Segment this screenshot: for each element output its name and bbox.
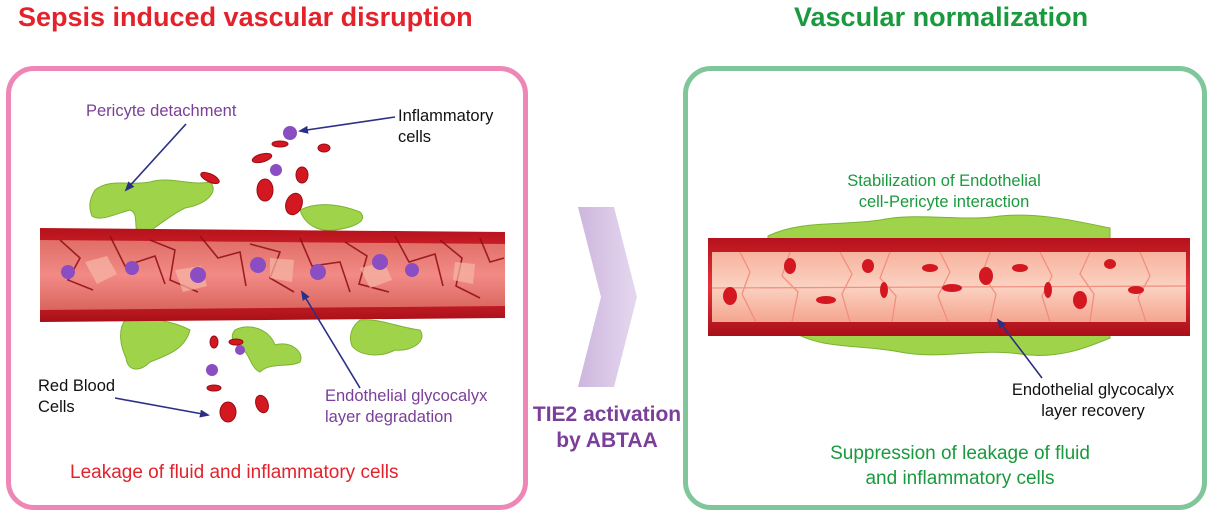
right-panel-title: Vascular normalization xyxy=(794,2,1089,32)
rbc-label-line1: Red Blood xyxy=(38,377,116,395)
annotation-arrows-left xyxy=(114,116,396,418)
stabilization-label: Stabilization of Endothelial cell-Pericyt… xyxy=(800,171,1088,213)
suppression-caption: Suppression of leakage of fluid and infla… xyxy=(760,441,1160,491)
red-blood-cells xyxy=(200,140,331,423)
suppression-line1: Suppression of leakage of fluid xyxy=(830,443,1090,464)
stabilization-line2: cell-Pericyte interaction xyxy=(858,193,1030,211)
chevron-arrow-icon xyxy=(578,207,637,387)
inflammatory-cells xyxy=(206,126,297,376)
left-panel-title: Sepsis induced vascular disruption xyxy=(18,2,473,32)
pericyte-detachment-label: Pericyte detachment xyxy=(86,102,237,120)
tie2-label-line2: by ABTAA xyxy=(556,429,658,452)
suppression-line2: and inflammatory cells xyxy=(865,468,1055,489)
inflammatory-label-line1: Inflammatory xyxy=(398,107,494,125)
glyco-recovery-line1: Endothelial glycocalyx xyxy=(1011,381,1175,399)
glycocalyx-recovery-arrow xyxy=(996,318,1043,379)
glyco-degradation-line2: layer degradation xyxy=(325,408,453,426)
glyco-degradation-line1: Endothelial glycocalyx xyxy=(325,387,488,405)
inflammatory-cells-label: Inflammatory cells xyxy=(398,106,493,148)
tie2-activation-label: TIE2 activation by ABTAA xyxy=(528,402,686,454)
damaged-vessel xyxy=(40,179,505,373)
pericyte-shape xyxy=(89,179,214,239)
glycocalyx-recovery-label: Endothelial glycocalyx layer recovery xyxy=(988,380,1198,422)
glycocalyx-degradation-label: Endothelial glycocalyx layer degradation xyxy=(325,386,487,428)
rbc-label-line2: Cells xyxy=(38,398,75,416)
glyco-recovery-line2: layer recovery xyxy=(1041,402,1145,420)
normal-vessel xyxy=(708,214,1190,356)
stabilization-line1: Stabilization of Endothelial xyxy=(847,172,1041,190)
tie2-label-line1: TIE2 activation xyxy=(532,403,682,426)
pericyte-shape xyxy=(299,204,363,231)
pericyte-shape xyxy=(120,318,191,370)
pericyte-shape xyxy=(349,319,423,356)
leakage-caption: Leakage of fluid and inflammatory cells xyxy=(70,462,399,483)
inflammatory-label-line2: cells xyxy=(398,128,432,146)
